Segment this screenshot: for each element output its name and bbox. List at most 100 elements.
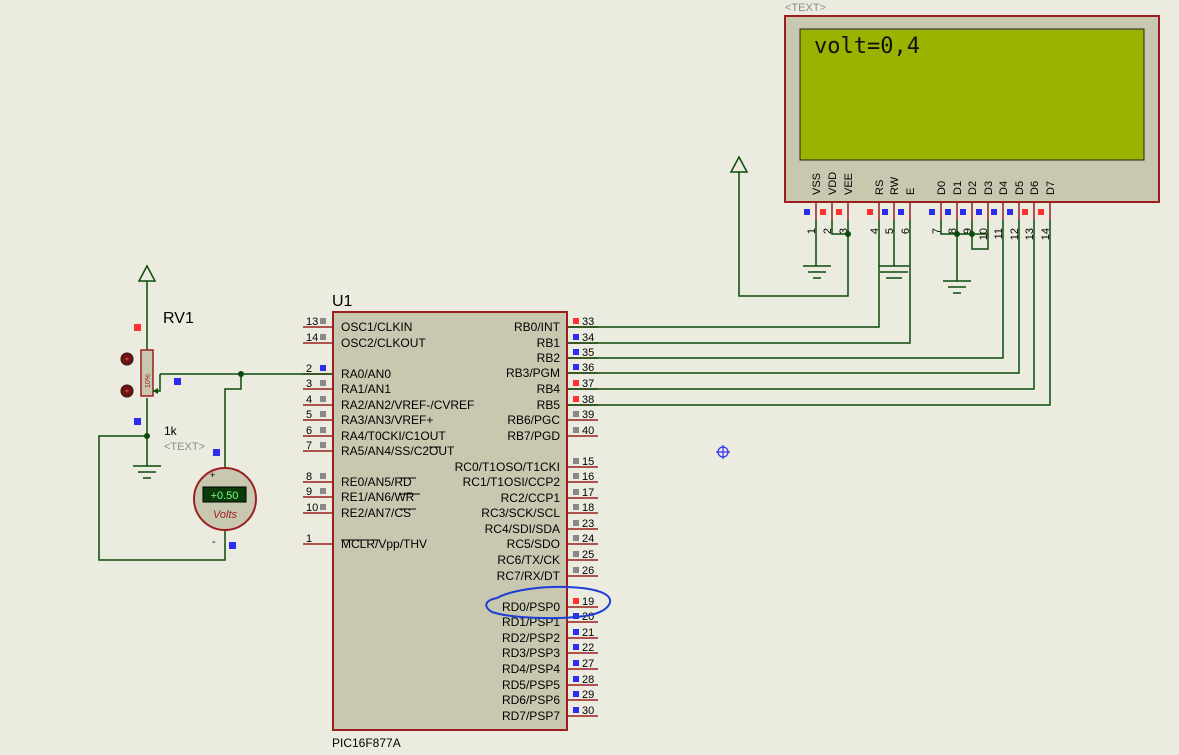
lcd-pin-number: 8 [947, 228, 959, 234]
lcd-pin-state [898, 209, 904, 215]
wire-d0-d3-bus [940, 220, 989, 235]
mcu-pin-state [320, 365, 326, 371]
wire-voltmeter-minus [98, 435, 226, 561]
pot-body[interactable] [140, 349, 154, 397]
mcu-pin-number: 14 [306, 332, 318, 344]
lcd-module[interactable]: <TEXT> volt=0,4 VSS1VDD2VEE3RS4RW5E6D07D… [784, 2, 1160, 240]
mcu-pin-label: RD0/PSP0 [502, 600, 560, 614]
mcu-pin-state [573, 473, 579, 479]
voltmeter-pin-plus [213, 449, 220, 456]
mcu-pin-number: 23 [582, 518, 594, 530]
lcd-pin-row: VSS1VDD2VEE3RS4RW5E6D07D18D29D310D411D51… [804, 172, 1057, 240]
mcu-pin-number: 10 [306, 502, 318, 514]
lcd-display-text: volt=0,4 [814, 34, 920, 59]
mcu-pin-state [573, 411, 579, 417]
mcu-pin-label: RD4/PSP4 [502, 662, 560, 676]
voltmeter-pin-minus [229, 542, 236, 549]
lcd-text-tag: <TEXT> [785, 2, 826, 14]
lcd-pin-state [929, 209, 935, 215]
mcu-pin-number: 13 [306, 316, 318, 328]
mcu-pin-state [573, 380, 579, 386]
potentiometer-rv1[interactable]: RV1 10% 1k <TEXT> [120, 310, 205, 453]
mcu-pin-label: RC5/SDO [507, 537, 560, 551]
mcu-pin-label: RB0/INT [514, 320, 561, 334]
mcu-pin-state [320, 380, 326, 386]
mcu-pin-state [573, 364, 579, 370]
mcu-pin-label: RC3/SCK/SCL [481, 506, 560, 520]
lcd-screen [799, 28, 1145, 161]
lcd-pin-name: E [905, 188, 917, 195]
mcu-pin-number: 30 [582, 705, 594, 717]
mcu-pin-number: 26 [582, 565, 594, 577]
lcd-pin-state [1038, 209, 1044, 215]
lcd-pin-state [945, 209, 951, 215]
mcu-pin-label: RE2/AN7/CS [341, 506, 411, 520]
lcd-pin-state [1007, 209, 1013, 215]
pot-pin-top [134, 324, 141, 331]
lcd-pin-state [836, 209, 842, 215]
lcd-pin-number: 12 [1009, 228, 1021, 240]
power-symbols [137, 155, 749, 282]
mcu-pin-label: RA1/AN1 [341, 382, 391, 396]
lcd-pin-name: D4 [998, 181, 1010, 195]
mcu-pin-number: 27 [582, 658, 594, 670]
mcu-pin-label: RC6/TX/CK [497, 553, 560, 567]
mcu-pin-number: 2 [306, 363, 312, 375]
mcu-pin-label: RB1 [537, 336, 561, 350]
mcu-pin-label: RA5/AN4/SS/C2OUT [341, 444, 455, 458]
mcu-pin-state [573, 629, 579, 635]
mcu-pin-number: 7 [306, 440, 312, 452]
lcd-pin-number: 3 [838, 228, 850, 234]
mcu-pin-state [320, 504, 326, 510]
mcu-body[interactable] [332, 311, 568, 731]
lcd-pin-name: D3 [983, 181, 995, 195]
mcu-pin-number: 1 [306, 533, 312, 545]
mcu-pin-state [573, 613, 579, 619]
mcu-pin-label: RB7/PGD [507, 429, 560, 443]
lcd-pin-name: D2 [967, 181, 979, 195]
mcu-pin-number: 6 [306, 425, 312, 437]
mcu-pin-state [573, 349, 579, 355]
mcu-pin-state [573, 707, 579, 713]
mcu-pin-state [573, 644, 579, 650]
pot-increase-button[interactable] [120, 352, 134, 366]
lcd-pin-state [991, 209, 997, 215]
ground-rw-icon [880, 271, 908, 279]
mcu-pin-state [573, 691, 579, 697]
wire-voltmeter-plus [224, 374, 242, 468]
mcu-pin-number: 21 [582, 627, 594, 639]
junction-d1 [954, 231, 960, 237]
wire-vee-power [738, 172, 849, 297]
mcu-pin-label: RB3/PGM [506, 366, 560, 380]
mcu-pin-number: 34 [582, 332, 594, 344]
ground-data-icon [943, 280, 971, 294]
voltmeter[interactable]: +0.50 Volts + - [193, 449, 257, 549]
wire-d7-rb5 [568, 220, 1051, 406]
pot-pin-wiper [174, 378, 181, 385]
mcu-pin-state [573, 334, 579, 340]
lcd-pin-number: 14 [1040, 228, 1052, 240]
mcu-pin-label: RD7/PSP7 [502, 709, 560, 723]
pot-decrease-button[interactable] [120, 384, 134, 398]
wire-d4-rb2 [568, 220, 1004, 359]
mcu-pin-label: RA4/T0CKI/C1OUT [341, 429, 446, 443]
mcu-pin-state [320, 396, 326, 402]
lcd-pin-number: 9 [962, 228, 974, 234]
pot-wiper-arrow-icon [153, 388, 158, 394]
wires [98, 172, 1051, 561]
ground-vss-icon [803, 265, 831, 279]
lcd-pin-state [976, 209, 982, 215]
mcu-pin-label: OSC2/CLKOUT [341, 336, 426, 350]
junction-pot-ground [144, 433, 150, 439]
lcd-pin-number: 5 [884, 228, 896, 234]
wire-rs-rb0 [568, 220, 880, 328]
mcu-pin-state [320, 427, 326, 433]
voltmeter-display [202, 486, 247, 503]
pot-pin-bottom [134, 418, 141, 425]
mcu-pin-number: 28 [582, 674, 594, 686]
mcu-part-label: PIC16F877A [332, 736, 401, 750]
mcu-pin-number: 19 [582, 596, 594, 608]
